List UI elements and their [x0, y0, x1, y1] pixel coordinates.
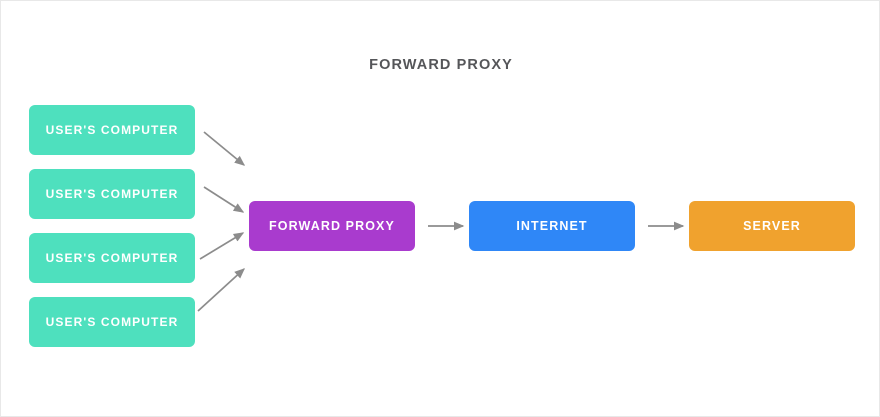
node-label: USER'S COMPUTER [45, 123, 179, 137]
page-title: FORWARD PROXY [369, 57, 513, 73]
connector-client3-to-proxy [199, 232, 245, 260]
node-label: FORWARD PROXY [269, 219, 395, 233]
node-forward-proxy[interactable]: FORWARD PROXY [249, 201, 415, 251]
node-users-computer-2[interactable]: USER'S COMPUTER [29, 169, 195, 219]
node-label: SERVER [743, 219, 801, 233]
node-server[interactable]: SERVER [689, 201, 855, 251]
connector-client2-to-proxy [203, 186, 245, 213]
connector-client4-to-proxy [197, 268, 246, 312]
node-internet[interactable]: INTERNET [469, 201, 635, 251]
node-users-computer-3[interactable]: USER'S COMPUTER [29, 233, 195, 283]
node-label: USER'S COMPUTER [45, 315, 179, 329]
node-label: USER'S COMPUTER [45, 251, 179, 265]
node-users-computer-1[interactable]: USER'S COMPUTER [29, 105, 195, 155]
connector-client1-to-proxy [203, 131, 246, 166]
node-users-computer-4[interactable]: USER'S COMPUTER [29, 297, 195, 347]
node-label: INTERNET [516, 219, 588, 233]
node-label: USER'S COMPUTER [45, 187, 179, 201]
